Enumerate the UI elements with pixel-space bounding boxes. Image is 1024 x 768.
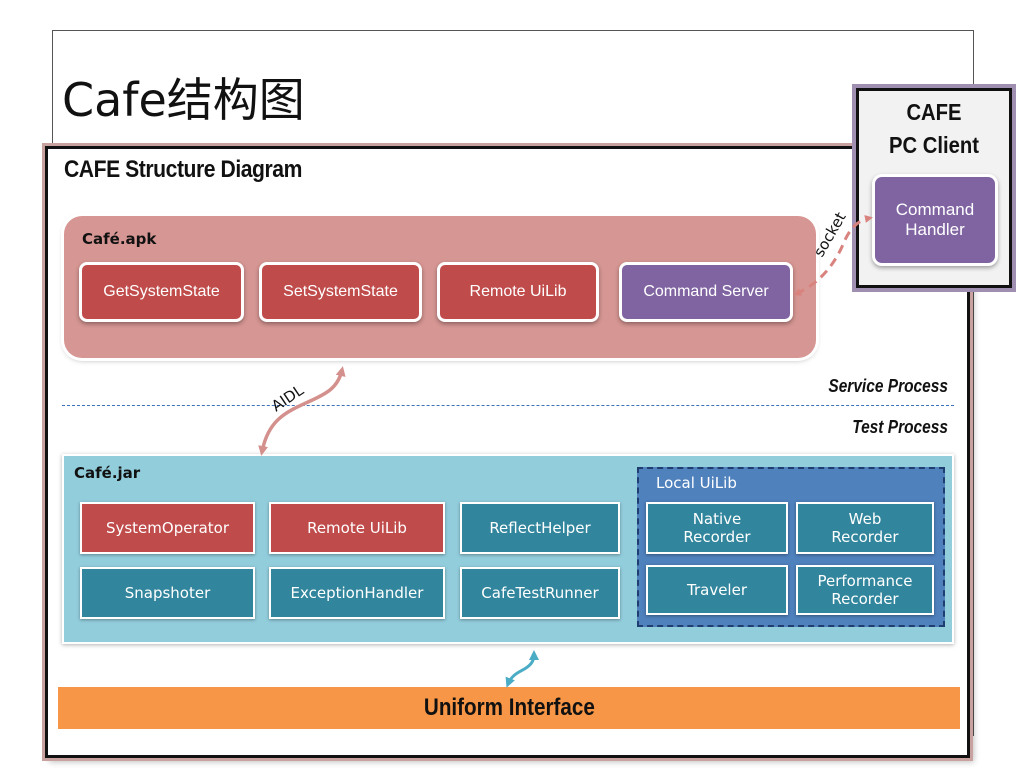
native-recorder-line2: Recorder — [683, 528, 751, 546]
pc-command-handler-box: Command Handler — [872, 174, 998, 266]
jar-cafe-test-runner-box: CafeTestRunner — [460, 567, 620, 619]
apk-set-system-state-box: SetSystemState — [259, 262, 422, 322]
pc-client-title: CAFE PC Client — [865, 96, 1002, 163]
jar-snapshoter-box: Snapshoter — [80, 567, 255, 619]
performance-recorder-line2: Recorder — [831, 590, 899, 608]
apk-get-system-state-box: GetSystemState — [79, 262, 244, 322]
web-recorder-line2: Recorder — [831, 528, 899, 546]
pc-client-title-line1: CAFE — [906, 99, 962, 125]
web-recorder-box: Web Recorder — [796, 502, 934, 554]
jar-exception-handler-box: ExceptionHandler — [269, 567, 445, 619]
jar-remote-uilib-box: Remote UiLib — [269, 502, 445, 554]
web-recorder-line1: Web — [848, 510, 882, 528]
apk-command-server-box: Command Server — [619, 262, 793, 322]
service-process-label: Service Process — [828, 376, 948, 396]
command-handler-line1: Command — [895, 199, 975, 219]
jar-group-label: Café.jar — [74, 464, 141, 482]
native-recorder-box: Native Recorder — [646, 502, 788, 554]
traveler-box: Traveler — [646, 565, 788, 615]
jar-system-operator-box: SystemOperator — [80, 502, 255, 554]
process-divider — [62, 405, 954, 406]
test-process-label: Test Process — [852, 417, 948, 437]
native-recorder-line1: Native — [692, 510, 742, 528]
uniform-interface-bar: Uniform Interface — [58, 687, 960, 729]
uniform-interface-label: Uniform Interface — [423, 694, 595, 721]
performance-recorder-box: Performance Recorder — [796, 565, 934, 615]
command-handler-line2: Handler — [905, 220, 965, 239]
local-uilib-label: Local UiLib — [656, 474, 737, 492]
slide-title: Cafe结构图 — [62, 73, 305, 127]
diagram-title: CAFE Structure Diagram — [64, 156, 302, 183]
apk-remote-uilib-box: Remote UiLib — [437, 262, 599, 322]
pc-client-title-line2: PC Client — [889, 132, 979, 159]
apk-group-label: Café.apk — [82, 230, 157, 248]
performance-recorder-line1: Performance — [817, 572, 913, 590]
jar-reflect-helper-box: ReflectHelper — [460, 502, 620, 554]
